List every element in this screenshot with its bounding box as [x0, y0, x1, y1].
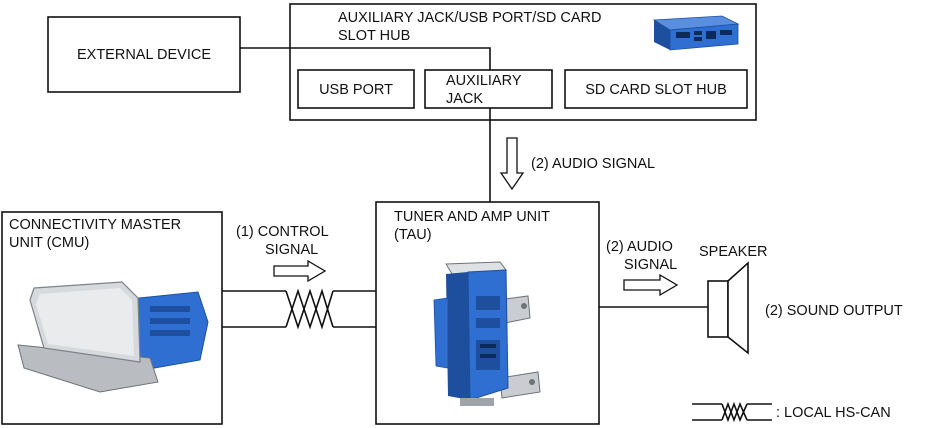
- hub-module-image: [652, 15, 740, 51]
- usb-port-label: USB PORT: [319, 82, 393, 98]
- sound-output-label: (2) SOUND OUTPUT: [765, 303, 903, 319]
- external-device-to-aux-line: [240, 47, 491, 70]
- tau-unit: TUNER AND AMP UNIT (TAU): [375, 201, 600, 425]
- auxiliary-jack-label-line1: AUXILIARY: [446, 73, 522, 89]
- control-signal-label-line1: (1) CONTROL: [236, 224, 329, 240]
- audio-signal-right-arrow: [623, 273, 679, 297]
- external-device-label: EXTERNAL DEVICE: [77, 47, 211, 63]
- audio-signal-down-arrow: [499, 137, 525, 191]
- legend-local-hs-can-label: : LOCAL HS-CAN: [776, 405, 891, 421]
- legend-twisted-pair-icon: [692, 401, 772, 423]
- auxiliary-jack-label-line2: JACK: [446, 91, 483, 107]
- speaker-icon: [707, 261, 749, 355]
- audio-signal-hub-label: (2) AUDIO SIGNAL: [531, 156, 655, 172]
- external-device-box: [47, 16, 241, 93]
- cmu-label-line2: UNIT (CMU): [9, 235, 89, 251]
- cmu-module-image: [17, 281, 209, 393]
- tau-label-line2: (TAU): [394, 227, 432, 243]
- usb-port-box: [297, 69, 415, 109]
- control-signal-label-line2: SIGNAL: [265, 242, 318, 258]
- auxiliary-jack-box: [424, 69, 553, 109]
- cmu-unit: CONNECTIVITY MASTER UNIT (CMU): [1, 211, 223, 425]
- audio-signal-speaker-label-line1: (2) AUDIO: [606, 239, 673, 255]
- tau-label-line1: TUNER AND AMP UNIT: [394, 209, 550, 225]
- control-signal-right-arrow: [273, 259, 327, 283]
- cmu-label-line1: CONNECTIVITY MASTER: [9, 217, 181, 233]
- legend: : LOCAL HS-CAN: [692, 401, 891, 423]
- hub-title-line1: AUXILIARY JACK/USB PORT/SD CARD: [338, 10, 602, 26]
- sd-card-slot-hub-box: [564, 69, 748, 109]
- sd-card-slot-hub-label: SD CARD SLOT HUB: [585, 82, 727, 98]
- local-hs-can-cable: [222, 288, 376, 330]
- tau-module-image: [433, 261, 541, 406]
- hub-title-line2: SLOT HUB: [338, 28, 410, 44]
- audio-signal-speaker-label-line2: SIGNAL: [624, 257, 677, 273]
- speaker-label: SPEAKER: [699, 244, 768, 260]
- hub-unit: AUXILIARY JACK/USB PORT/SD CARD SLOT HUB…: [289, 3, 757, 121]
